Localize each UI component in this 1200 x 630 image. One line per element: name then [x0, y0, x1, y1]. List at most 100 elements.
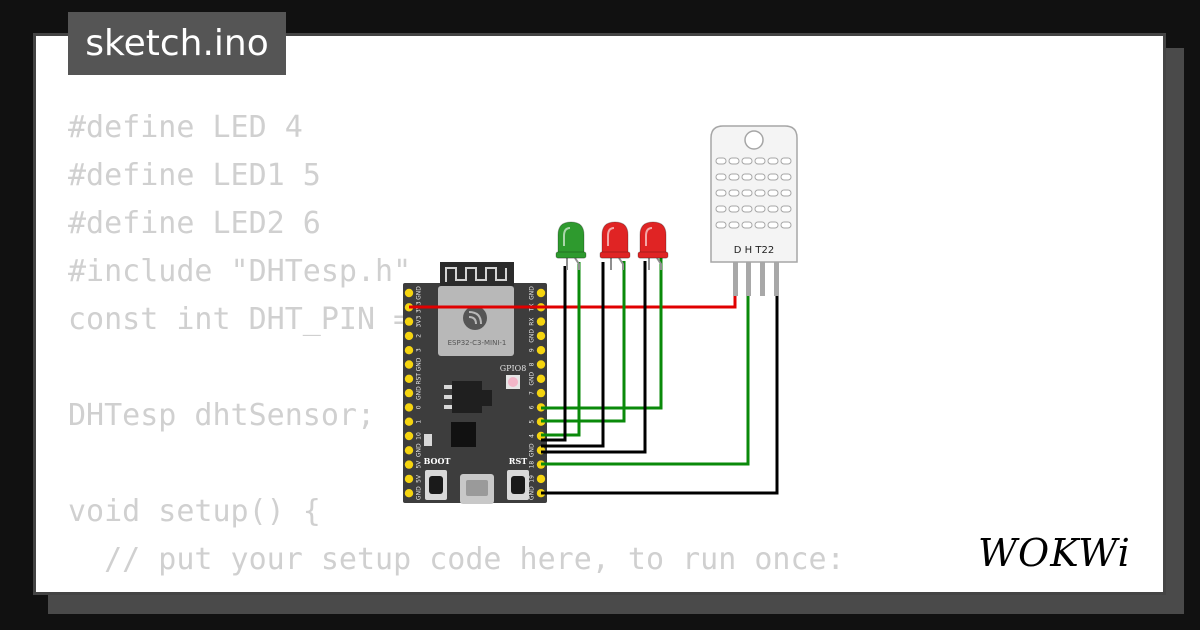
- wire-gnd-to-dht: [541, 294, 779, 495]
- wire-3v3-to-dht-vcc: [409, 294, 737, 309]
- led-leg: [656, 257, 662, 270]
- dht-vent-slot: [715, 157, 727, 165]
- pin-label-left-13: 5V: [416, 474, 423, 483]
- dht-vent-slot: [741, 189, 753, 197]
- antenna-trace: [445, 267, 507, 282]
- dht-label: D H T22: [734, 245, 774, 256]
- pin-label-right-8: 6: [529, 405, 536, 409]
- dht-vent-slot: [767, 157, 779, 165]
- code-line: Serial.begin(115200);: [68, 584, 845, 592]
- pin-left-14: [404, 489, 414, 498]
- dht-vent-slot: [728, 173, 740, 181]
- regulator-tab: [482, 390, 492, 406]
- dht-vent-slot: [767, 173, 779, 181]
- dht-vent-slot: [767, 189, 779, 197]
- dht-vent-slot: [754, 221, 766, 229]
- gpio8-label: GPIO8: [500, 364, 527, 373]
- dht-vent-slot: [715, 189, 727, 197]
- voltage-regulator: [452, 381, 482, 413]
- dht-vent-slot: [767, 221, 779, 229]
- espressif-logo-mark: [468, 311, 482, 325]
- boot-label: BOOT: [424, 456, 451, 466]
- wire-gpio5-to-led1: [541, 261, 626, 423]
- pin-left-11: [404, 446, 414, 455]
- pin-label-right-9: 5: [529, 420, 536, 424]
- led-red-1: [599, 221, 631, 270]
- file-name-tab: sketch.ino: [68, 12, 286, 75]
- regulator-lead: [444, 385, 452, 389]
- pin-label-left-6: RST: [416, 373, 423, 385]
- pin-right-3: [536, 331, 546, 341]
- preview-card: #define LED 4#define LED1 5#define LED2 …: [33, 33, 1166, 595]
- pin-left-7: [404, 388, 414, 398]
- leds: [555, 221, 669, 270]
- pin-right-4: [536, 346, 546, 355]
- dht-vent-slot: [754, 173, 766, 181]
- regulator-lead: [444, 395, 452, 399]
- rgb-led-lens: [508, 377, 518, 387]
- pin-left-13: [404, 474, 414, 484]
- wire-gpio4-to-led: [541, 262, 581, 437]
- dht-pin: [746, 258, 751, 296]
- pin-right-0: [536, 288, 546, 298]
- boot-button-cap: [429, 476, 443, 494]
- pin-label-left-2: 3V3: [416, 316, 423, 328]
- rst-button-cap: [511, 476, 525, 494]
- pin-left-0: [404, 288, 414, 298]
- led-rim: [555, 251, 587, 259]
- pin-left-6: [404, 374, 414, 383]
- pin-label-right-11: GND: [529, 443, 536, 457]
- wokwi-logo-text: WOKWi: [978, 531, 1131, 575]
- pin-label-left-12: 5V: [416, 460, 423, 469]
- dht-mount-hole: [744, 130, 764, 150]
- wires: [409, 258, 779, 495]
- pin-label-right-5: 8: [529, 362, 536, 366]
- pin-label-left-7: GND: [416, 386, 423, 400]
- led-leg: [618, 257, 624, 270]
- pin-label-right-10: 4: [529, 434, 536, 438]
- wokwi-logo: WOKWi: [978, 531, 1131, 575]
- usb-chip: [451, 422, 476, 447]
- pin-label-left-9: 1: [416, 420, 423, 424]
- dht-vent-slot: [741, 157, 753, 165]
- pin-right-7: [536, 388, 546, 398]
- pin-left-2: [404, 317, 414, 326]
- dht-vent-slot: [728, 221, 740, 229]
- code-line: // put your setup code here, to run once…: [68, 542, 845, 577]
- dht-vent-slot: [780, 173, 792, 181]
- pin-label-right-3: GND: [529, 329, 536, 343]
- dht-vent-slot: [741, 173, 753, 181]
- dht-vent-slot: [715, 205, 727, 213]
- dht-vent-slot: [767, 205, 779, 213]
- wire-data-to-dht: [541, 294, 750, 466]
- pin-right-2: [536, 317, 546, 326]
- dht-vent-slot: [728, 157, 740, 165]
- led-highlight: [563, 227, 571, 246]
- pin-left-3: [404, 331, 414, 341]
- pin-label-left-4: 3: [416, 348, 423, 352]
- led-highlight: [607, 227, 615, 246]
- dht22-sensor: D H T22: [710, 125, 798, 296]
- pin-label-right-2: RX: [529, 317, 536, 325]
- pin-left-9: [404, 417, 414, 426]
- pin-label-right-6: GND: [529, 372, 536, 386]
- wire-gnd-to-led2: [541, 261, 647, 454]
- dht-pin: [774, 258, 779, 296]
- pin-left-12: [404, 460, 414, 469]
- pin-label-right-0: GND: [529, 286, 536, 300]
- code-line: void setup() {: [68, 494, 321, 529]
- pin-left-10: [404, 431, 414, 441]
- pin-label-right-13: 19: [529, 475, 536, 483]
- dht-vent-slot: [754, 157, 766, 165]
- wire-gnd-to-led1: [541, 262, 605, 448]
- regulator-lead: [444, 405, 452, 409]
- pin-label-left-5: GND: [416, 357, 423, 371]
- usb-port-icon: [466, 480, 488, 496]
- led-red-2: [637, 221, 669, 270]
- pin-label-right-12: 18: [529, 461, 536, 469]
- code-line: #define LED2 6: [68, 206, 321, 241]
- dht-vent-grille: [715, 157, 792, 229]
- pin-label-left-3: 2: [416, 334, 423, 338]
- code-line: #define LED 4: [68, 110, 303, 145]
